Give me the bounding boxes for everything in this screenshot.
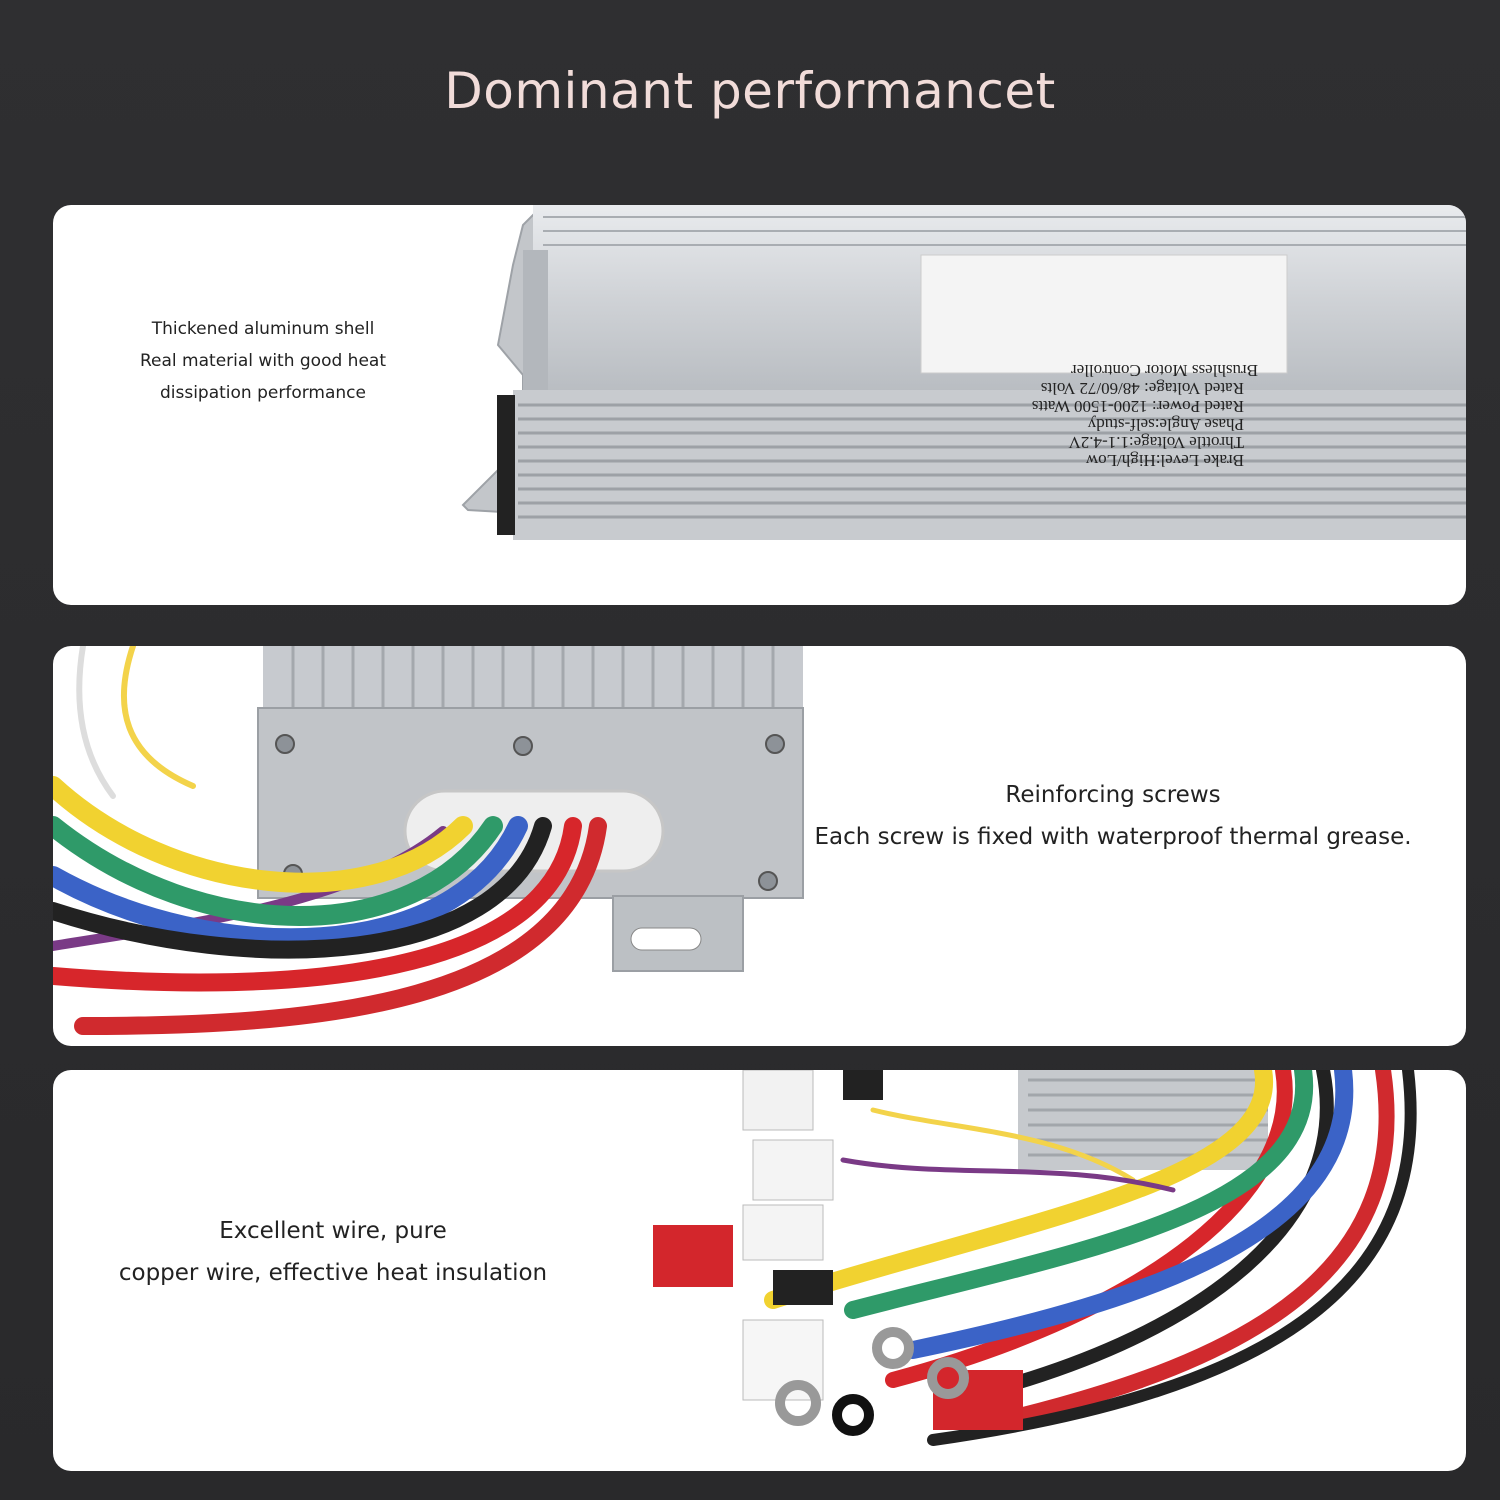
spec-line: Throttle Voltage:1.1-4.2V [1068, 433, 1244, 452]
panel-copper-wire: Excellent wire, pure copper wire, effect… [53, 1070, 1466, 1471]
wire-harness-photo [653, 1070, 1417, 1446]
spec-line: Rated Power: 1200-1500 Watts [1032, 397, 1244, 416]
caption-line: Real material with good heat [140, 351, 386, 371]
spec-line: Brake Level:High/Low [1085, 451, 1244, 470]
panel-1-caption: Thickened aluminum shell Real material w… [113, 313, 413, 409]
panel-aluminum-shell: Thickened aluminum shell Real material w… [53, 205, 1466, 605]
panel-reinforcing-screws: Reinforcing screws Each screw is fixed w… [53, 646, 1466, 1046]
caption-line: Each screw is fixed with waterproof ther… [814, 824, 1412, 850]
caption-line: dissipation performance [159, 383, 366, 403]
spec-line: Phase Angle:self-study [1087, 415, 1244, 434]
spec-line: Brushless Motor Controller [1071, 361, 1258, 380]
caption-line: Excellent wire, pure [219, 1218, 447, 1244]
page-title: Dominant performancet [444, 62, 1056, 120]
controller-shell-photo: Brushless Motor Controller Rated Voltage… [461, 205, 1466, 540]
caption-line: copper wire, effective heat insulation [118, 1260, 548, 1286]
panel-3-caption: Excellent wire, pure copper wire, effect… [73, 1210, 593, 1294]
caption-line: Reinforcing screws [1005, 782, 1221, 808]
spec-line: Rated Voltage: 48/60/72 Volts [1041, 379, 1244, 398]
panel-2-caption: Reinforcing screws Each screw is fixed w… [803, 774, 1423, 858]
controller-end-photo [53, 646, 804, 1035]
spec-label: Brushless Motor Controller Rated Voltage… [1032, 361, 1258, 470]
caption-line: Thickened aluminum shell [151, 319, 375, 339]
